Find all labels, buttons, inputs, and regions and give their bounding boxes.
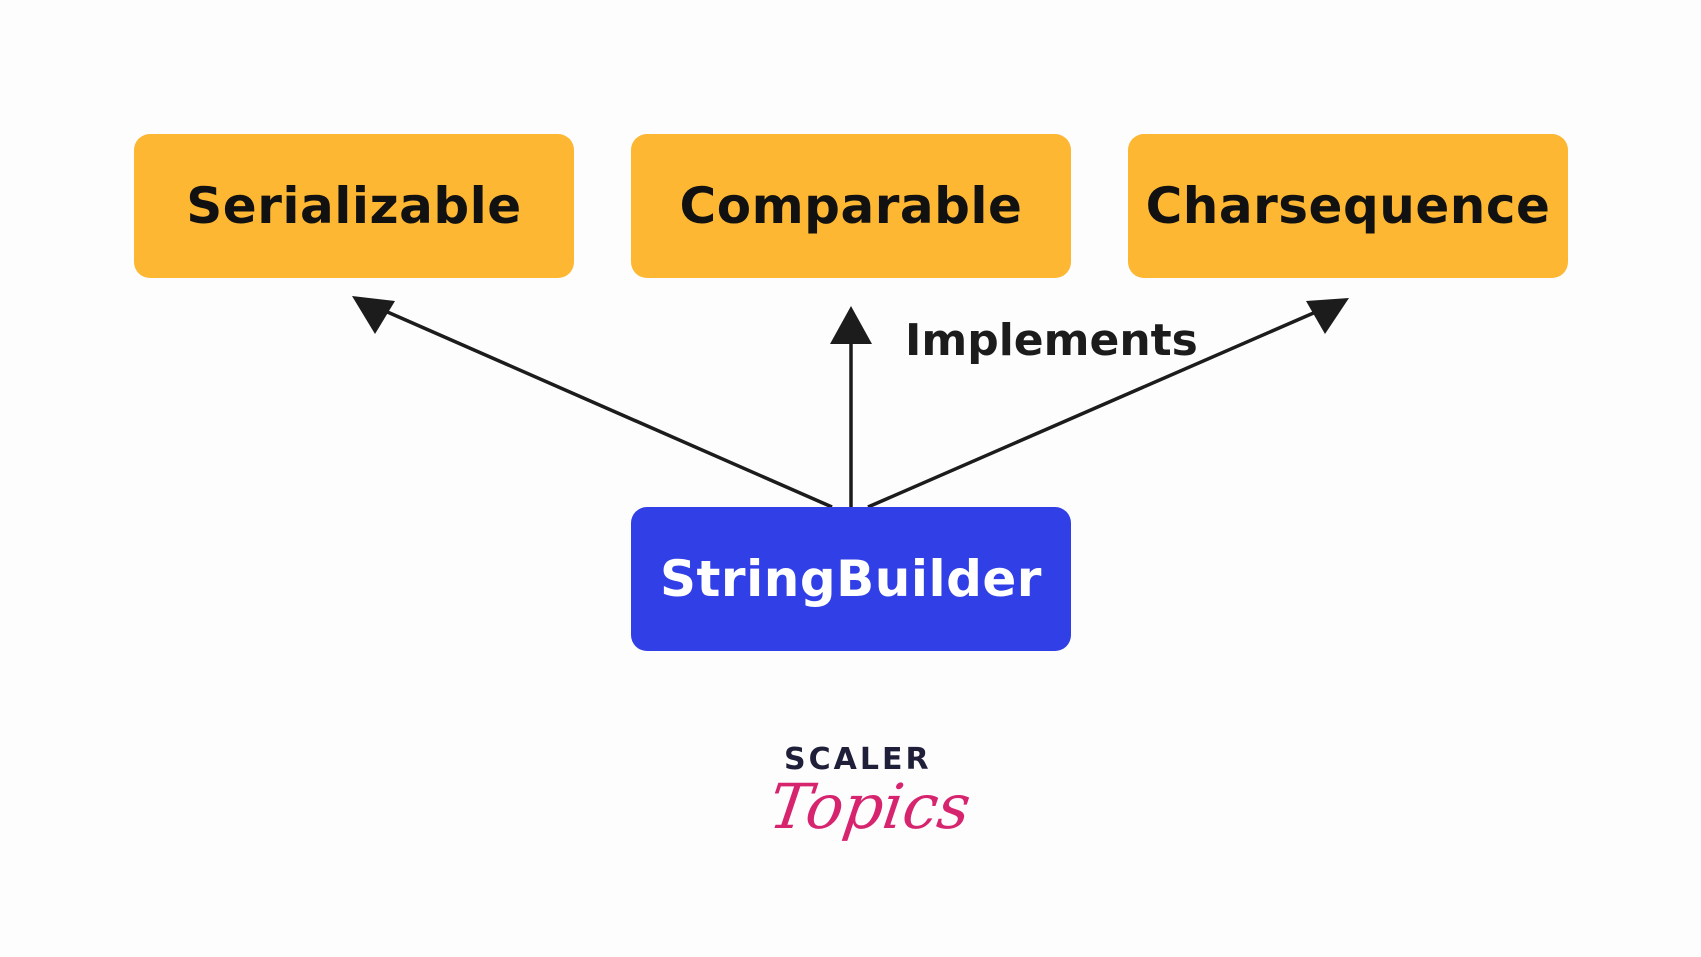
logo-bottom-text: Topics — [764, 770, 976, 843]
interface-serializable-label: Serializable — [186, 177, 522, 235]
class-stringbuilder-label: StringBuilder — [660, 550, 1042, 608]
interface-comparable: Comparable — [631, 134, 1071, 278]
arrow-to-charsequence — [867, 306, 1326, 509]
interface-serializable: Serializable — [134, 134, 574, 278]
scaler-topics-logo: SCALER Topics — [765, 736, 975, 866]
class-stringbuilder: StringBuilder — [631, 507, 1071, 651]
interface-charsequence-label: Charsequence — [1145, 177, 1551, 235]
arrowhead-comparable — [830, 306, 872, 344]
interface-comparable-label: Comparable — [679, 177, 1023, 235]
interface-charsequence: Charsequence — [1128, 134, 1568, 278]
arrowhead-charsequence — [1306, 298, 1349, 334]
implements-label: Implements — [905, 315, 1198, 366]
arrowhead-serializable — [352, 296, 395, 334]
logo-top-text: SCALER — [784, 742, 932, 777]
arrow-to-serializable — [375, 305, 833, 509]
